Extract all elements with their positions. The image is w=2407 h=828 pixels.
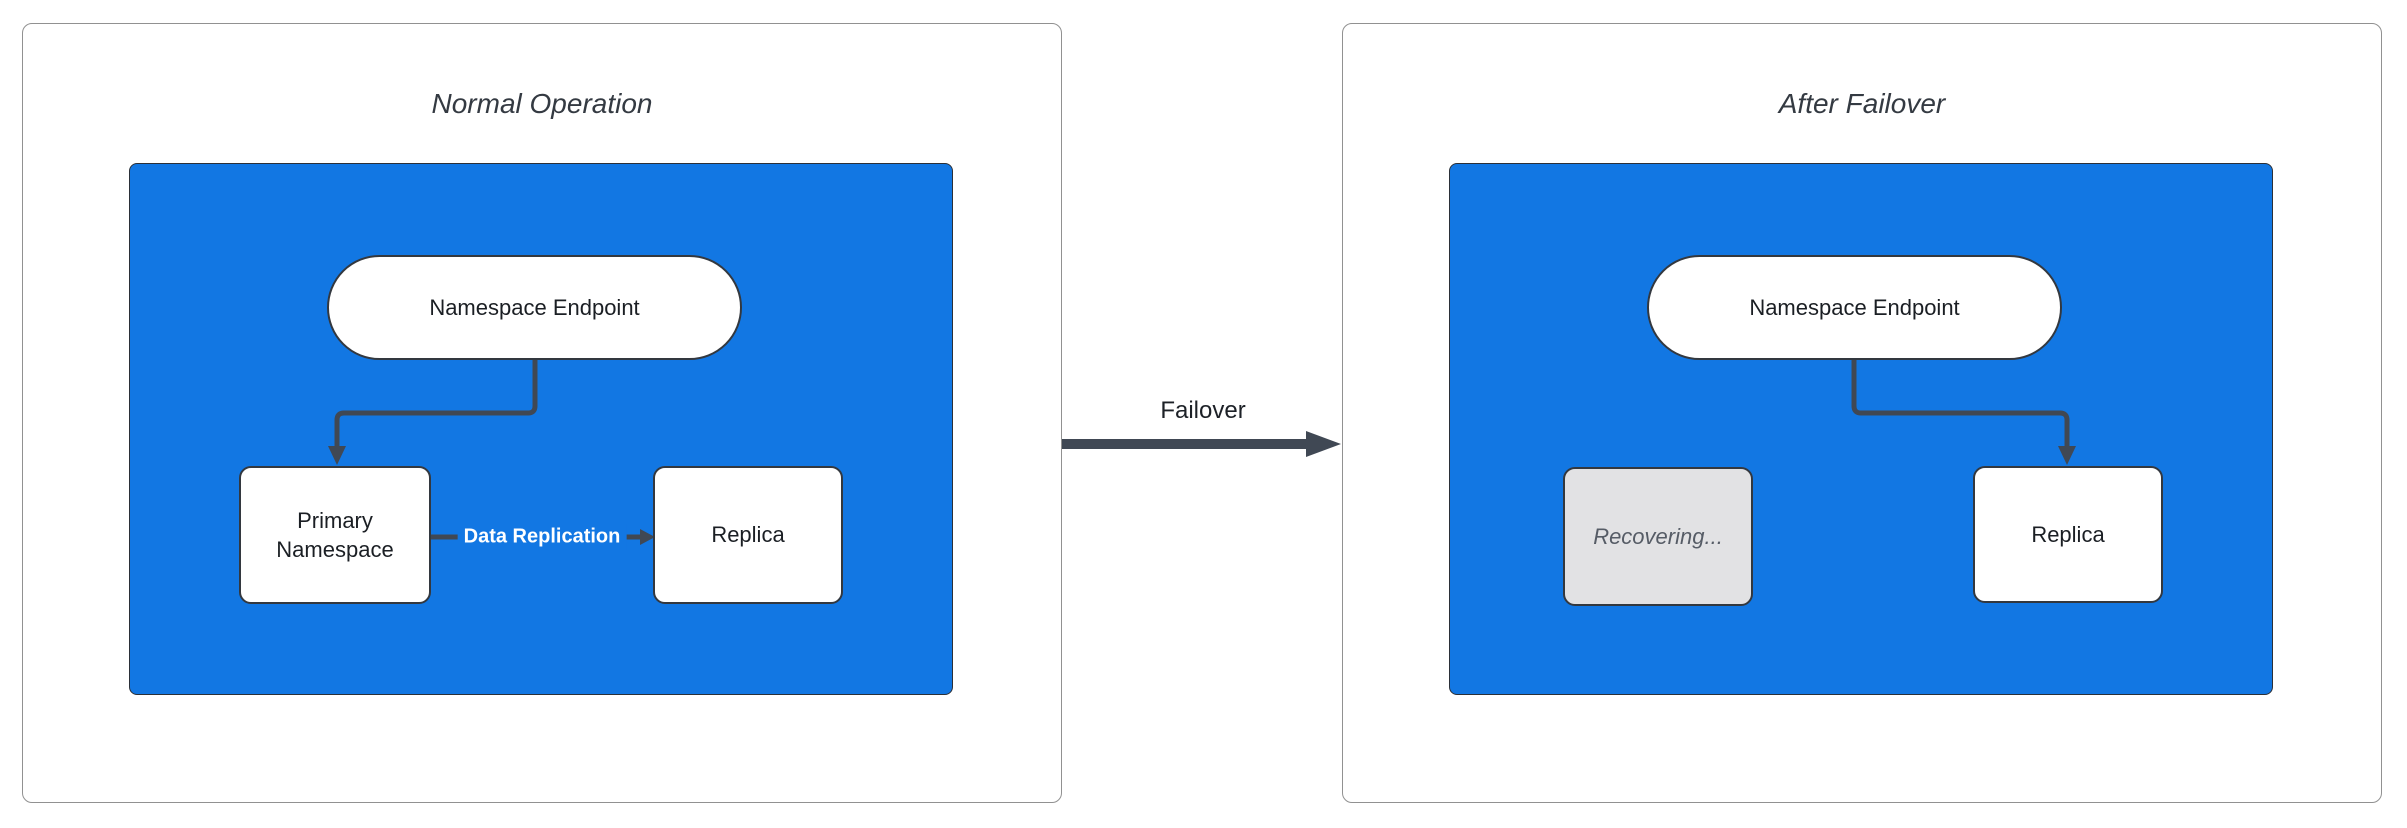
failover-arrow-label: Failover [1160, 397, 1246, 424]
edge-label-data-replication: Data Replication [457, 523, 627, 551]
panel-title-normal-operation: Normal Operation [431, 88, 653, 119]
node-replica-right: Replica [1973, 466, 2163, 603]
node-label: Replica [711, 522, 785, 548]
after-failover-cluster [1449, 163, 2273, 695]
node-recovering: Recovering... [1563, 467, 1753, 606]
node-namespace-endpoint-left: Namespace Endpoint [327, 255, 742, 360]
node-replica-left: Replica [653, 466, 843, 604]
node-label: Namespace Endpoint [1749, 294, 1960, 320]
node-label: Recovering... [1593, 523, 1723, 549]
node-label: Primary Namespace [276, 507, 394, 562]
panel-title-after-failover: After Failover [1778, 88, 1946, 119]
node-label: Replica [2031, 521, 2105, 547]
node-primary-namespace: Primary Namespace [239, 466, 431, 604]
normal-operation-cluster [129, 163, 953, 695]
node-label: Namespace Endpoint [429, 294, 640, 320]
node-namespace-endpoint-right: Namespace Endpoint [1647, 255, 2062, 360]
failover-arrowhead [1306, 431, 1341, 457]
